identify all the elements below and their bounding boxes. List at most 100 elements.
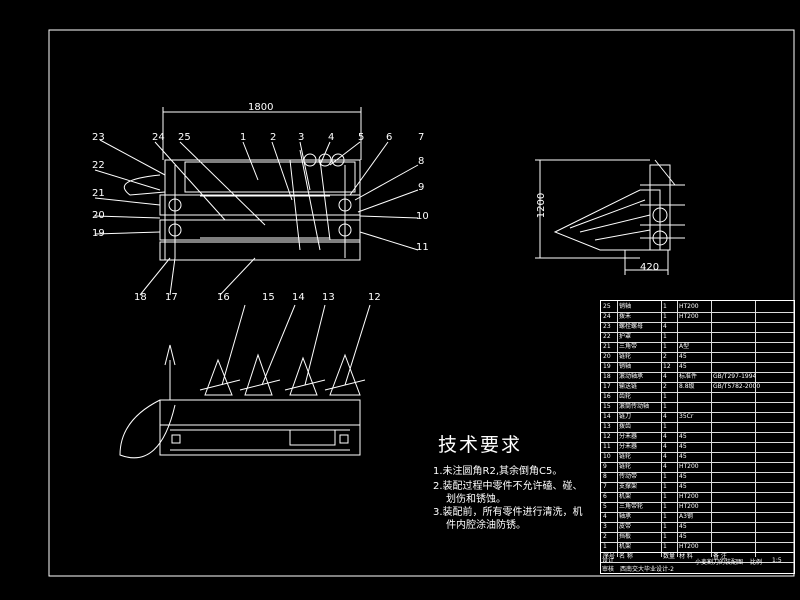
- bom-cell-no: 8: [603, 473, 607, 480]
- bom-cell-no: 11: [603, 443, 611, 450]
- bom-cell-name: 输送链: [619, 383, 638, 390]
- bom-cell-mat: 45: [679, 363, 687, 370]
- bom-cell-qty: 1: [663, 393, 667, 400]
- bom-cell-mat: A3钢: [679, 513, 693, 520]
- bom-cell-qty: 4: [663, 373, 667, 380]
- bom-row: 8 传动带 1 45: [601, 471, 794, 483]
- side-view: [535, 159, 685, 275]
- bom-cell-name: 传动带: [619, 473, 638, 480]
- bom-cell-qty: 1: [663, 513, 667, 520]
- balloon-9: 9: [418, 182, 425, 193]
- bom-cell-qty: 4: [663, 413, 667, 420]
- bom-cell-mat: 45: [679, 483, 687, 490]
- bom-cell-name: 挡板: [619, 533, 632, 540]
- bom-cell-qty: 1: [663, 403, 667, 410]
- bom-cell-qty: 1: [663, 483, 667, 490]
- bom-cell-no: 20: [603, 353, 611, 360]
- bom-cell-qty: 1: [663, 333, 667, 340]
- bom-cell-name: 链轮: [619, 353, 632, 360]
- bom-cell-mat: A型: [679, 343, 690, 350]
- tech-requirement-line: 件内腔涂油防锈。: [446, 520, 526, 531]
- balloon-20: 20: [92, 210, 105, 221]
- balloon-2: 2: [270, 132, 277, 143]
- bom-cell-mat: HT200: [679, 313, 699, 320]
- bom-cell-qty: 1: [663, 423, 667, 430]
- bom-cell-mat: HT200: [679, 303, 699, 310]
- tech-requirement-line: 3.装配前，所有零件进行清洗，机: [433, 507, 583, 518]
- bom-cell-mat: 45: [679, 353, 687, 360]
- bom-header-qty: 数量: [663, 553, 676, 560]
- bom-cell-mat: 45: [679, 523, 687, 530]
- bom-cell-no: 22: [603, 333, 611, 340]
- bom-header-name: 名 称: [619, 553, 633, 560]
- balloon-16: 16: [217, 292, 230, 303]
- bom-cell-no: 9: [603, 463, 607, 470]
- bom-cell-qty: 1: [663, 343, 667, 350]
- bom-cell-qty: 1: [663, 523, 667, 530]
- bom-cell-mat: 35Cr: [679, 413, 694, 420]
- bom-header-note: 备 注: [713, 553, 727, 560]
- bom-cell-mat: 45: [679, 433, 687, 440]
- balloon-3: 3: [298, 132, 305, 143]
- bom-cell-mat: HT200: [679, 463, 699, 470]
- balloon-4: 4: [328, 132, 335, 143]
- bom-cell-name: 三角带轮: [619, 503, 644, 510]
- balloon-15: 15: [262, 292, 275, 303]
- bom-cell-mat: 45: [679, 453, 687, 460]
- bom-row: 17 输送链 2 8.8级 GB/T5782-2000: [601, 381, 794, 393]
- bom-cell-mat: 45: [679, 473, 687, 480]
- bom-row: 20 链轮 2 45: [601, 351, 794, 363]
- bom-cell-mat: 8.8级: [679, 383, 695, 390]
- bom-row: 23 螺栓螺母 4: [601, 321, 794, 333]
- balloon-6: 6: [386, 132, 393, 143]
- bom-header-mat: 材 料: [679, 553, 693, 560]
- tech-requirement-line: 1.未注圆角R2,其余倒角C5。: [433, 466, 563, 477]
- bom-header-no: 序号: [603, 553, 616, 560]
- dimension-side-height: 1200: [536, 192, 548, 219]
- bom-cell-qty: 2: [663, 353, 667, 360]
- bom-cell-name: 机架: [619, 543, 632, 550]
- bom-cell-no: 6: [603, 493, 607, 500]
- bom-row: 3 皮带 1 45: [601, 521, 794, 533]
- bom-cell-qty: 1: [663, 473, 667, 480]
- bom-cell-qty: 1: [663, 503, 667, 510]
- bom-cell-name: 护罩: [619, 333, 632, 340]
- bom-cell-no: 23: [603, 323, 611, 330]
- bom-cell-name: 拨齿: [619, 423, 632, 430]
- balloon-22: 22: [92, 160, 105, 171]
- tech-requirement-line: 划伤和锈蚀。: [446, 494, 506, 505]
- bom-cell-no: 25: [603, 303, 611, 310]
- balloon-17: 17: [165, 292, 178, 303]
- title-block-school: 西南交大毕业设计-2: [620, 566, 674, 573]
- bom-cell-qty: 4: [663, 323, 667, 330]
- bom-cell-no: 2: [603, 533, 607, 540]
- balloon-10: 10: [416, 211, 429, 222]
- bom-cell-mat: HT200: [679, 503, 699, 510]
- bom-cell-no: 17: [603, 383, 611, 390]
- bom-cell-name: 支撑架: [619, 483, 638, 490]
- bom-cell-name: 皮带: [619, 523, 632, 530]
- bom-cell-note: GB/T5782-2000: [713, 383, 761, 390]
- bom-cell-name: 销轴: [619, 363, 632, 370]
- bom-cell-mat: HT200: [679, 543, 699, 550]
- bom-cell-mat: 标准件: [679, 373, 698, 380]
- balloon-8: 8: [418, 156, 425, 167]
- top-view: [94, 107, 419, 296]
- bom-cell-no: 1: [603, 543, 607, 550]
- title-block: 设计 审核 小麦割刀的装配图 比例 1:5 西南交大毕业设计-2: [600, 552, 793, 573]
- bom-cell-no: 14: [603, 413, 611, 420]
- bom-cell-no: 3: [603, 523, 607, 530]
- bom-cell-qty: 2: [663, 383, 667, 390]
- bom-cell-name: 螺栓螺母: [619, 323, 644, 330]
- balloon-21: 21: [92, 188, 105, 199]
